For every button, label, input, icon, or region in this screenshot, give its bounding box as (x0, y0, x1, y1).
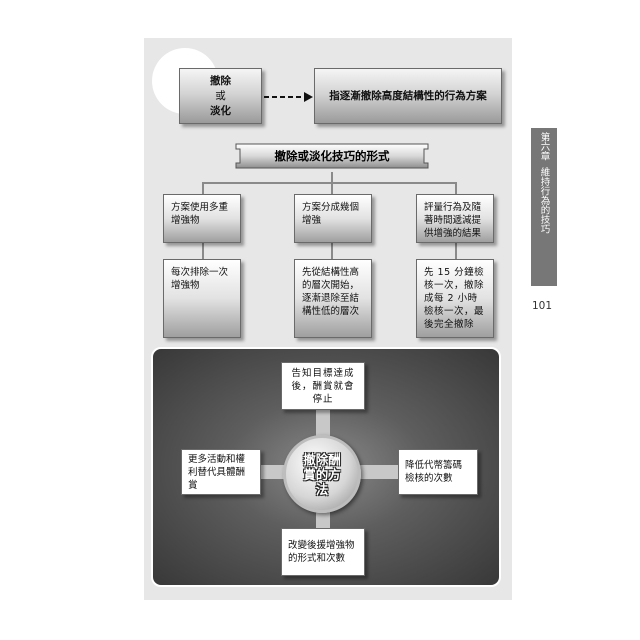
chapter-label: 第六章 維持行為的技巧 (531, 128, 557, 286)
connector-col3-mid (455, 243, 457, 259)
column1-top-text: 方案使用多重增強物 (171, 202, 229, 226)
method-bottom-box: 改變後援增強物的形式和次數 (281, 528, 365, 576)
column3-bottom-box: 先 15 分鐘檢核一次，撤除成每 2 小時檢核一次，最後完全撤除 (416, 259, 494, 338)
connector-col1-mid (202, 243, 204, 259)
method-right-text: 降低代幣籌碼檢核的次數 (405, 460, 463, 484)
column1-top-box: 方案使用多重增強物 (163, 194, 241, 243)
column1-bottom-text: 每次排除一次增強物 (171, 267, 229, 291)
column3-top-box: 評量行為及隨著時間遞減提供增強的結果 (416, 194, 494, 243)
connector-horizontal (202, 182, 456, 184)
column2-top-text: 方案分成幾個增強 (302, 202, 360, 226)
remove-fade-line1: 撤除 (210, 74, 231, 87)
definition-box: 指逐漸撤除高度結構性的行為方案 (314, 68, 502, 124)
column3-bottom-text: 先 15 分鐘檢核一次，撤除成每 2 小時檢核一次，最後完全撤除 (424, 267, 485, 330)
connector-col1 (202, 182, 204, 194)
remove-fade-line2: 或 (215, 89, 226, 102)
banner-shape (235, 143, 429, 169)
chapter-number: 第六章 (538, 132, 550, 161)
method-left-text: 更多活動和權利替代具體酬賞 (188, 453, 246, 491)
page-number: 101 (532, 300, 553, 312)
column2-bottom-box: 先從結構性高的層次開始，逐漸退除至結構性低的層次 (294, 259, 372, 338)
connector-col2 (331, 182, 333, 194)
chapter-tab (531, 128, 557, 286)
method-bottom-text: 改變後援增強物的形式和次數 (288, 540, 355, 564)
hub-circle: 撤除酬賞的方法 (283, 435, 361, 513)
column1-bottom-box: 每次排除一次增強物 (163, 259, 241, 338)
method-top-text: 告知目標達成後，酬賞就會停止 (291, 367, 355, 405)
definition-text: 指逐漸撤除高度結構性的行為方案 (329, 89, 487, 102)
remove-fade-line3: 淡化 (210, 104, 231, 117)
connector-col3 (455, 182, 457, 194)
method-left-box: 更多活動和權利替代具體酬賞 (181, 449, 261, 495)
method-top-box: 告知目標達成後，酬賞就會停止 (281, 362, 365, 410)
hub-text: 撤除酬賞的方法 (303, 451, 341, 497)
method-right-box: 降低代幣籌碼檢核的次數 (398, 449, 478, 495)
dashed-arrow (264, 92, 313, 102)
banner-title: 撤除或淡化技巧的形式 (232, 144, 432, 168)
connector-col2-mid (331, 243, 333, 259)
column3-top-text: 評量行為及隨著時間遞減提供增強的結果 (424, 202, 482, 239)
connector-trunk (331, 172, 333, 182)
remove-fade-box: 撤除 或 淡化 (179, 68, 262, 124)
column2-top-box: 方案分成幾個增強 (294, 194, 372, 243)
banner-title-text: 撤除或淡化技巧的形式 (274, 149, 390, 163)
chapter-title: 維持行為的技巧 (538, 166, 550, 234)
column2-bottom-text: 先從結構性高的層次開始，逐漸退除至結構性低的層次 (302, 267, 360, 317)
